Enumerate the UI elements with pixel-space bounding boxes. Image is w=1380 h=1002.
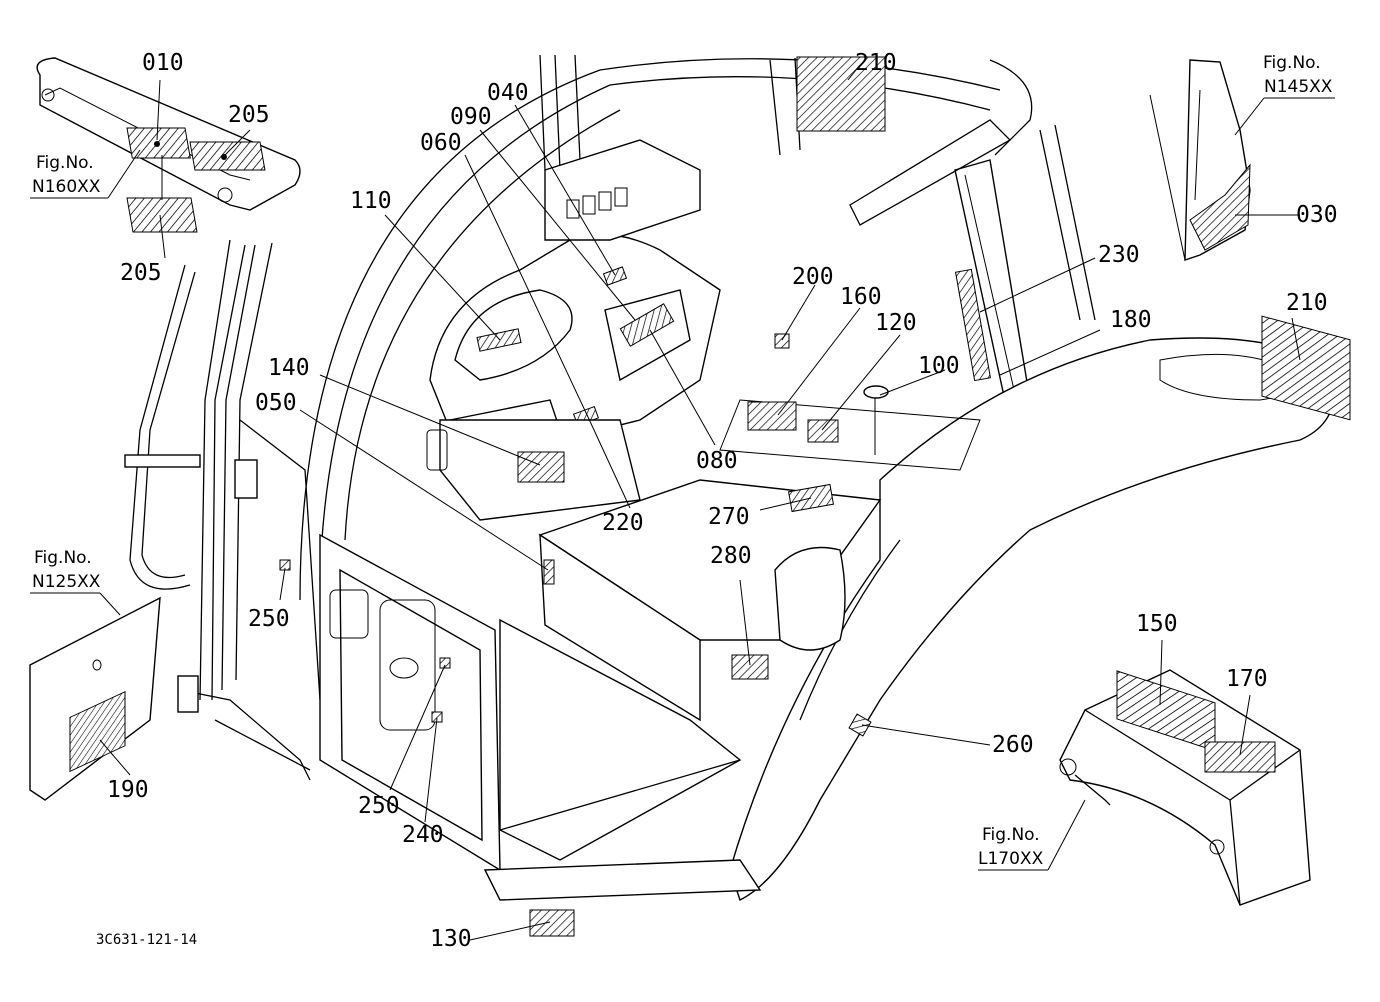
- callout-labels: 010 205 205 040 090 060 110 210 030 230 …: [107, 50, 1338, 952]
- decal-040: [602, 266, 628, 286]
- fig-ref-label: Fig.No.: [982, 825, 1040, 845]
- callout-label: 010: [142, 50, 184, 76]
- decal-260: [848, 713, 872, 737]
- left-door-frame: [124, 239, 321, 701]
- callout-label: 050: [255, 390, 297, 416]
- callout-label: 090: [450, 104, 492, 130]
- decal-170: [1204, 741, 1276, 773]
- callout-label: 240: [402, 822, 444, 848]
- callout-label: 210: [855, 50, 897, 76]
- callout-label: 280: [710, 543, 752, 569]
- callout-label: 060: [420, 130, 462, 156]
- fig-ref-id: N125XX: [32, 572, 101, 592]
- decal-190: [69, 690, 126, 773]
- fig-ref-label: Fig.No.: [34, 548, 92, 568]
- callout-label: 080: [696, 448, 738, 474]
- figure-references: Fig.No. N160XX Fig.No. N145XX Fig.No. N1…: [32, 53, 1333, 869]
- callout-label: 250: [248, 606, 290, 632]
- decal-150: [1116, 670, 1216, 752]
- callout-label: 180: [1110, 307, 1152, 333]
- decal-110: [476, 328, 522, 352]
- decal-280: [731, 654, 769, 680]
- decal-200: [774, 333, 790, 349]
- sun-visor-inset: [36, 57, 301, 233]
- callout-label: 030: [1296, 202, 1338, 228]
- callout-label: 170: [1226, 666, 1268, 692]
- decal-130: [529, 909, 575, 937]
- callout-label: 160: [840, 284, 882, 310]
- decal-160: [747, 401, 797, 431]
- callout-label: 130: [430, 926, 472, 952]
- callout-label: 120: [875, 310, 917, 336]
- callout-label: 210: [1286, 290, 1328, 316]
- callout-label: 140: [268, 355, 310, 381]
- seat-frame: [177, 533, 762, 937]
- fig-ref-id: N160XX: [32, 177, 101, 197]
- callout-label: 100: [918, 353, 960, 379]
- callout-label: 040: [487, 80, 529, 106]
- callout-label: 250: [358, 793, 400, 819]
- door-glass-inset: [1149, 59, 1251, 261]
- fig-ref-id: L170XX: [978, 849, 1044, 869]
- decal-050: [543, 559, 555, 585]
- leader-lines: [30, 64, 1335, 941]
- dashboard: [426, 139, 721, 521]
- callout-label: 270: [708, 504, 750, 530]
- callout-label: 260: [992, 732, 1034, 758]
- decal-205-b: [126, 197, 198, 233]
- decal-140: [517, 451, 565, 483]
- callout-label: 110: [350, 188, 392, 214]
- callout-label: 150: [1136, 611, 1178, 637]
- callout-label: 200: [792, 264, 834, 290]
- decal-230: [954, 268, 992, 382]
- decal-120: [807, 419, 839, 443]
- fig-ref-label: Fig.No.: [36, 153, 94, 173]
- callout-label: 205: [228, 102, 270, 128]
- fig-ref-id: N145XX: [1264, 77, 1333, 97]
- left-panel-inset: [29, 596, 161, 801]
- callout-label: 190: [107, 777, 149, 803]
- fender-inset: [848, 669, 1311, 906]
- decal-250-b: [439, 657, 451, 669]
- callout-label: 220: [602, 510, 644, 536]
- cab-floor: [538, 333, 981, 722]
- callout-label: 205: [120, 260, 162, 286]
- drawing-code: 3C631-121-14: [96, 932, 197, 948]
- callout-label: 230: [1098, 242, 1140, 268]
- decal-210-right: [1261, 315, 1351, 421]
- decal-205-a: [189, 141, 266, 171]
- decal-030: [1189, 163, 1251, 251]
- decal-210-top: [796, 56, 886, 132]
- fig-ref-label: Fig.No.: [1263, 53, 1321, 73]
